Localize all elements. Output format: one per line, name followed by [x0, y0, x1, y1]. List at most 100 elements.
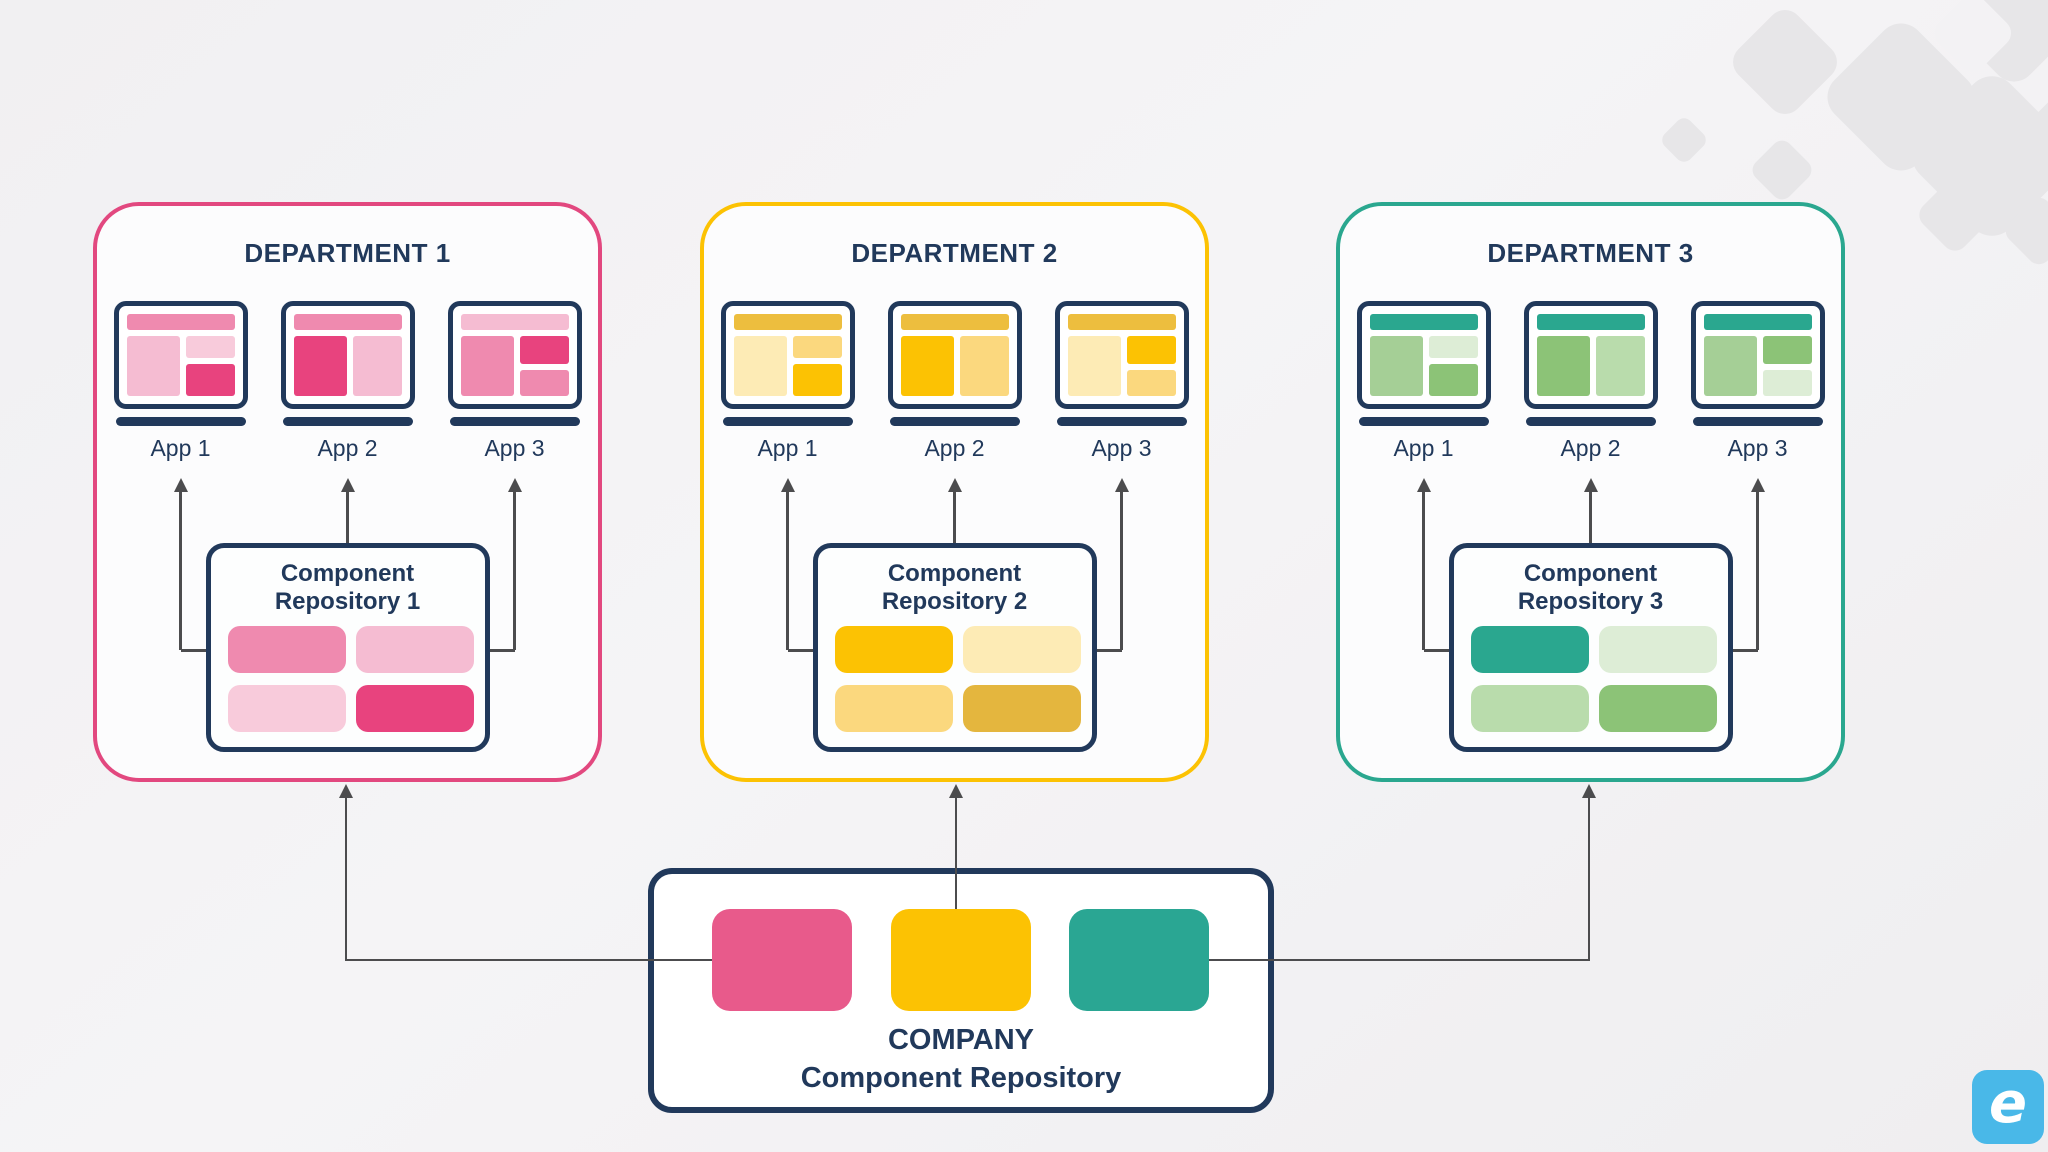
connector-line — [489, 649, 515, 652]
app-screen-thumbnail — [720, 301, 855, 409]
app-3: App 3 — [447, 301, 582, 462]
connector-line — [180, 649, 206, 652]
app-screen-thumbnail — [887, 301, 1022, 409]
app-left-block — [460, 336, 515, 396]
app-topbar-block — [900, 314, 1009, 330]
arrowhead-to-app3 — [1114, 478, 1129, 492]
arrowhead-to-app1 — [1416, 478, 1431, 492]
decor-diamond — [1658, 114, 1710, 166]
connector-line — [1756, 490, 1759, 650]
laptop-base — [1525, 417, 1656, 426]
repository-title-line1: Component — [887, 560, 1022, 587]
app-screen-thumbnail — [1054, 301, 1189, 409]
arrowhead-to-app1 — [780, 478, 795, 492]
app-right-bottom-block — [186, 364, 235, 396]
app-left-block — [1536, 336, 1591, 396]
component-chip — [1470, 626, 1589, 673]
arrowhead-to-app2 — [340, 478, 355, 492]
app-right-top-block — [1763, 336, 1812, 365]
edraw-logo: e — [1972, 1070, 2044, 1144]
connector-line — [1096, 649, 1122, 652]
app-right-bottom-block — [1127, 370, 1176, 396]
app-right-bottom-block — [520, 370, 569, 396]
repository-title-line1: Component — [1523, 560, 1658, 587]
component-repository-2: Component Repository 2 — [812, 543, 1097, 752]
app-label: App 2 — [1560, 435, 1621, 461]
component-chip — [962, 685, 1081, 732]
component-chip — [355, 626, 474, 673]
arrowhead-to-app3 — [507, 478, 522, 492]
app-right-top-block — [520, 336, 569, 365]
app-right-block — [960, 336, 1009, 396]
company-title-line2: Component Repository — [800, 1062, 1122, 1094]
app-right-block — [1596, 336, 1645, 396]
laptop-base — [889, 417, 1020, 426]
app-right-top-block — [793, 336, 842, 358]
connector-line — [786, 490, 789, 650]
edraw-logo-letter: e — [1989, 1071, 2027, 1136]
laptop-base — [722, 417, 853, 426]
app-topbar-block — [1067, 314, 1176, 330]
company-component-teal — [1069, 909, 1209, 1011]
app-topbar-block — [1536, 314, 1645, 330]
connector-line — [346, 958, 712, 962]
arrowhead-to-department-1 — [339, 784, 353, 798]
department-2-box: DEPARTMENT 2 App 1 — [700, 202, 1209, 782]
component-chip — [227, 626, 346, 673]
component-repository-3: Component Repository 3 — [1448, 543, 1733, 752]
arrowhead-to-app3 — [1750, 478, 1765, 492]
apps-row: App 1 App 2 — [97, 301, 598, 462]
component-chip — [1470, 685, 1589, 732]
app-label: App 2 — [924, 435, 985, 461]
repository-title: Component Repository 1 — [211, 560, 485, 616]
app-left-block — [1703, 336, 1758, 396]
component-chips — [834, 626, 1081, 732]
app-1: App 1 — [113, 301, 248, 462]
connector-line — [954, 796, 958, 909]
department-3-title: DEPARTMENT 3 — [1487, 238, 1694, 268]
laptop-base — [449, 417, 580, 426]
department-1-title: DEPARTMENT 1 — [244, 238, 451, 268]
app-label: App 3 — [484, 435, 545, 461]
apps-row: App 1 App 2 — [704, 301, 1205, 462]
laptop-base — [115, 417, 246, 426]
app-label: App 1 — [150, 435, 211, 461]
arrowhead-to-app2 — [947, 478, 962, 492]
app-3: App 3 — [1690, 301, 1825, 462]
component-chip — [834, 626, 953, 673]
arrowhead-to-app1 — [173, 478, 188, 492]
app-topbar-block — [1703, 314, 1812, 330]
connector-line — [787, 649, 813, 652]
connector-line — [513, 490, 516, 650]
app-screen-thumbnail — [1690, 301, 1825, 409]
component-repository-1: Component Repository 1 — [205, 543, 490, 752]
connector-line — [1732, 649, 1758, 652]
app-topbar-block — [293, 314, 402, 330]
repository-title-line2: Repository 3 — [1517, 588, 1664, 615]
component-chips — [1470, 626, 1717, 732]
app-screen-thumbnail — [113, 301, 248, 409]
app-3: App 3 — [1054, 301, 1189, 462]
app-topbar-block — [733, 314, 842, 330]
repository-title: Component Repository 2 — [818, 560, 1092, 616]
app-topbar-block — [126, 314, 235, 330]
app-right-block — [353, 336, 402, 396]
connector-line — [1209, 958, 1589, 962]
app-topbar-block — [460, 314, 569, 330]
company-component-repository-box: COMPANY Component Repository — [648, 868, 1274, 1113]
decor-diamond — [1725, 2, 1845, 122]
app-topbar-block — [1369, 314, 1478, 330]
app-1: App 1 — [720, 301, 855, 462]
app-left-block — [1369, 336, 1424, 396]
app-label: App 1 — [757, 435, 818, 461]
connector-line — [1587, 796, 1591, 961]
laptop-base — [282, 417, 413, 426]
department-1-box: DEPARTMENT 1 App 1 — [93, 202, 602, 782]
component-chip — [962, 626, 1081, 673]
laptop-base — [1358, 417, 1489, 426]
component-chip — [1598, 685, 1717, 732]
app-left-block — [126, 336, 181, 396]
app-2: App 2 — [887, 301, 1022, 462]
repository-title-line2: Repository 2 — [881, 588, 1028, 615]
